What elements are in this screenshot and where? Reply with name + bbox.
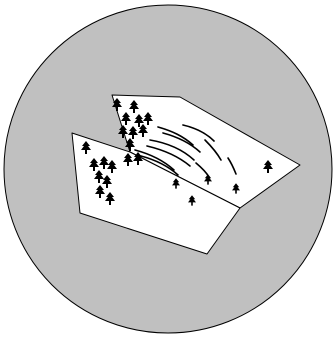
viewing-disc-diagram [0, 0, 335, 338]
figure-canvas [0, 0, 335, 338]
